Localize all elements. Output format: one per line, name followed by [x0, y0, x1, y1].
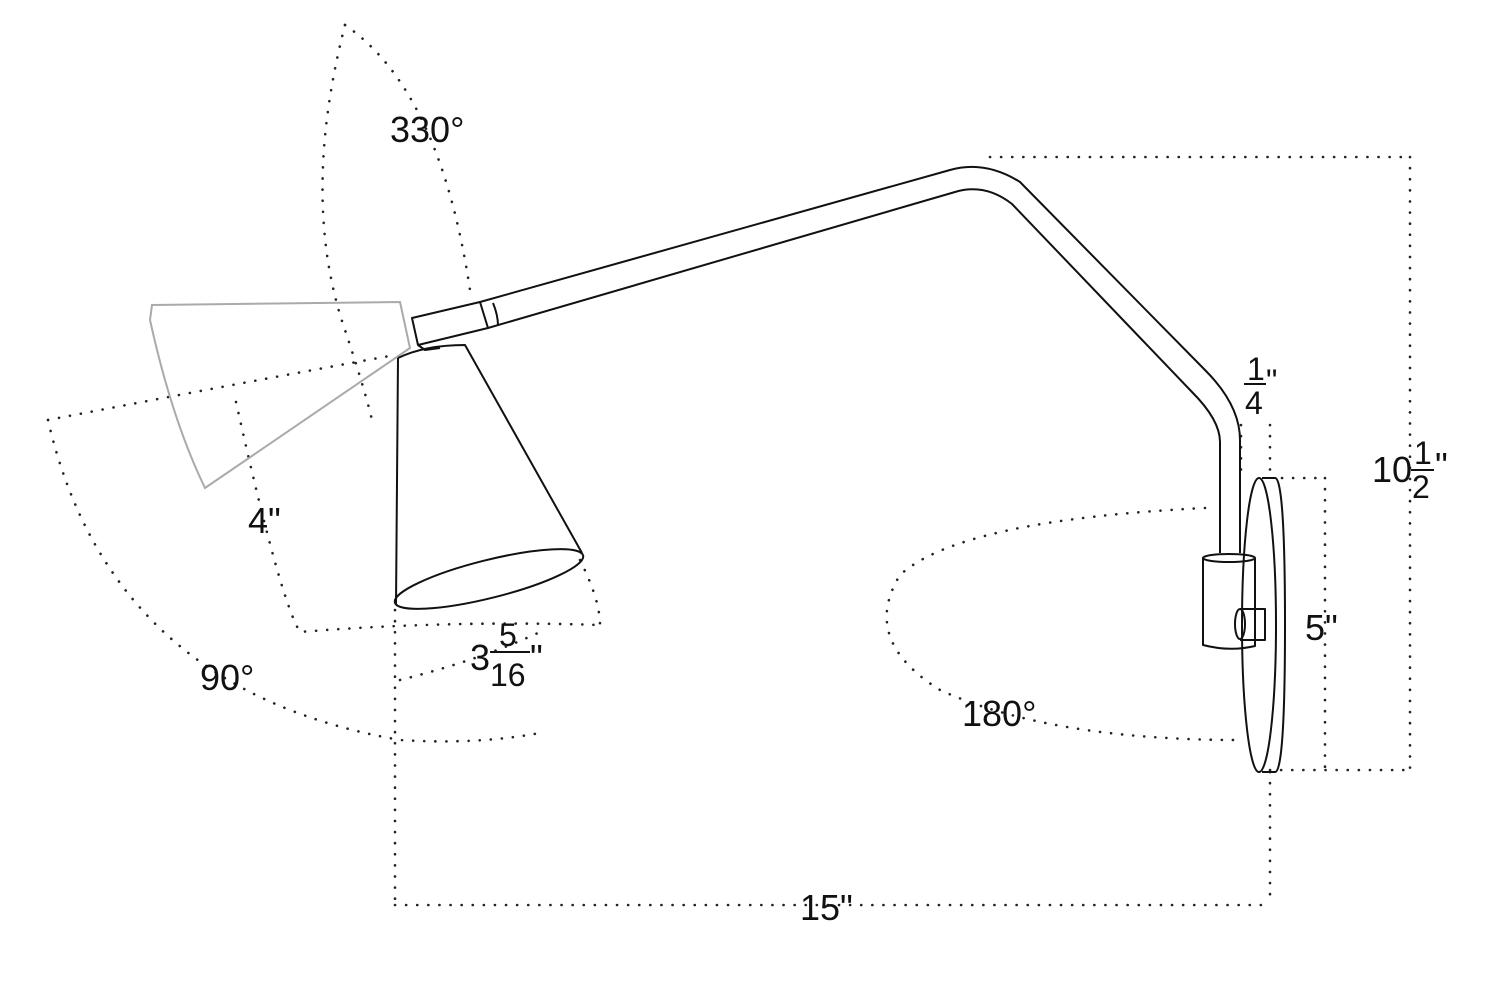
label-180-degrees: 180°	[962, 693, 1036, 734]
shade-diameter-unit: "	[530, 637, 543, 678]
rotation-arc-90-top	[46, 353, 397, 422]
ghost-shade-rotated	[148, 300, 412, 490]
arm-outer-edge	[479, 165, 1241, 553]
rotation-arc-330-right	[343, 23, 472, 292]
label-tube-diameter: 1 4 "	[1244, 351, 1277, 421]
mount-collar-top	[1202, 553, 1256, 563]
backplate-face	[1241, 477, 1277, 773]
shade-diameter-denominator: 16	[490, 657, 526, 693]
dimension-guides	[46, 23, 1412, 907]
rotation-arc-inner	[234, 400, 602, 634]
label-backplate-height: 5"	[1305, 607, 1338, 648]
height-whole: 10	[1372, 449, 1412, 490]
label-90-degrees: 90°	[200, 657, 254, 698]
mount-knob	[1240, 608, 1266, 641]
mount-knob-face	[1234, 608, 1246, 640]
shade-back-edge	[395, 357, 399, 606]
shade-width-guide	[578, 558, 602, 627]
mount-collar	[1202, 558, 1256, 650]
label-shade-length: 4"	[248, 500, 281, 541]
rotation-arc-180	[885, 506, 1242, 742]
rotation-arc-inner-2	[398, 630, 542, 682]
arm-inner-edge	[487, 188, 1221, 553]
label-330-degrees: 330°	[390, 109, 464, 150]
backplate-edge	[1262, 477, 1286, 773]
shade-side	[397, 344, 583, 554]
shade-hinge	[417, 344, 441, 351]
height-denominator: 2	[1412, 469, 1430, 505]
label-total-height: 10 1 2 "	[1372, 435, 1448, 505]
tube-denominator: 4	[1245, 385, 1263, 421]
shade-diameter-numerator: 5	[499, 617, 517, 653]
shade-diameter-whole: 3	[470, 637, 490, 678]
lamp-arm	[411, 165, 1241, 553]
height-numerator: 1	[1414, 435, 1432, 471]
rotation-arc-90-outer	[46, 418, 547, 743]
height-unit: "	[1435, 445, 1448, 486]
tube-unit: "	[1266, 363, 1277, 399]
arm-joint	[411, 301, 489, 346]
wall-mount	[1202, 477, 1286, 773]
label-shade-diameter: 3 5 16 "	[470, 617, 543, 693]
arm-joint-ring	[492, 302, 499, 327]
tube-numerator: 1	[1247, 351, 1265, 387]
lamp-shade	[393, 344, 585, 610]
label-extension: 15"	[800, 887, 853, 928]
shade-opening	[393, 548, 585, 610]
